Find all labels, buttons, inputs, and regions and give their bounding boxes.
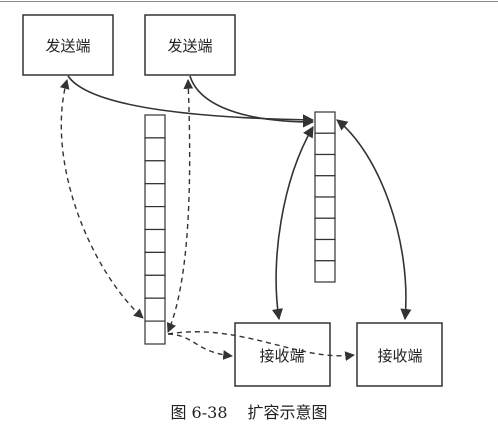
sender-label-2: 发送端 xyxy=(167,37,212,55)
receiver-box-1: 接收端 xyxy=(234,322,331,387)
new-table-slot xyxy=(314,153,336,177)
receiver-box-2: 接收端 xyxy=(356,322,443,387)
old-table-slot xyxy=(144,160,166,185)
solid-arrow-new-table-receiver2 xyxy=(336,119,412,321)
old-table-slot xyxy=(144,228,166,253)
figure-title: 扩容示意图 xyxy=(248,403,328,422)
figure-number: 图 6-38 xyxy=(170,403,227,422)
old-table-slot xyxy=(144,274,166,299)
new-table-slot xyxy=(314,111,336,134)
new-table-slot xyxy=(314,238,336,262)
solid-arrow-sender1-new-table xyxy=(67,75,315,126)
old-table-slot xyxy=(144,297,166,322)
dashed-arrow-old-table-receiver2 xyxy=(167,331,355,361)
solid-arrow-new-table-receiver1 xyxy=(271,126,314,321)
old-table-slot xyxy=(144,206,166,231)
dashed-arrow-old-table-receiver1 xyxy=(167,333,233,360)
old-table-slot xyxy=(144,137,166,162)
new-ring-table xyxy=(314,111,336,283)
old-table-slot xyxy=(144,183,166,208)
receiver-label-1: 接收端 xyxy=(259,347,304,365)
dashed-arrow-sender2-old-table xyxy=(166,79,194,333)
sender-label-1: 发送端 xyxy=(45,37,90,55)
new-table-slot xyxy=(314,175,336,198)
new-table-slot xyxy=(314,196,336,219)
sender-box-1: 发送端 xyxy=(22,14,114,76)
old-table-slot xyxy=(144,320,166,345)
dashed-arrow-sender1-old-table xyxy=(59,79,144,319)
old-table-slot xyxy=(144,114,166,139)
new-table-slot xyxy=(314,260,336,283)
old-table-slot xyxy=(144,251,166,276)
new-table-slot xyxy=(314,217,336,241)
figure-caption: 图 6-38 扩容示意图 xyxy=(170,403,327,422)
sender-box-2: 发送端 xyxy=(144,14,236,76)
new-table-slot xyxy=(314,132,336,156)
solid-arrow-sender2-new-table xyxy=(189,75,315,128)
receiver-label-2: 接收端 xyxy=(377,347,422,365)
old-ring-table xyxy=(144,114,166,345)
